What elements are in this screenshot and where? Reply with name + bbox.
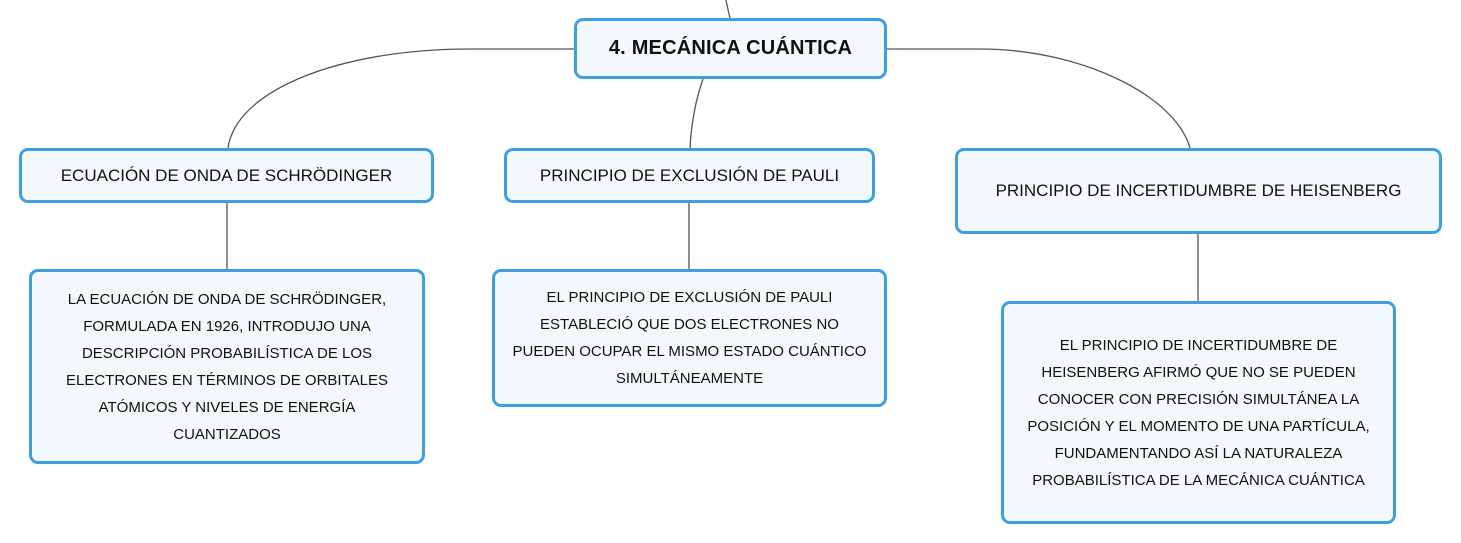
connector-root-to-branch-1 xyxy=(227,48,574,149)
detail-note-text: EL PRINCIPIO DE INCERTIDUMBRE DE HEISENB… xyxy=(1027,336,1370,489)
branch-topic-pauli[interactable]: PRINCIPIO DE EXCLUSIÓN DE PAULI xyxy=(504,148,875,203)
connector-root-to-branch-3 xyxy=(887,48,1191,149)
branch-topic-label: PRINCIPIO DE INCERTIDUMBRE DE HEISENBERG xyxy=(995,181,1402,200)
detail-note-pauli[interactable]: EL PRINCIPIO DE EXCLUSIÓN DE PAULI ESTAB… xyxy=(492,269,887,407)
detail-note-heisenberg[interactable]: EL PRINCIPIO DE INCERTIDUMBRE DE HEISENB… xyxy=(1001,301,1396,524)
detail-note-schrodinger[interactable]: LA ECUACIÓN DE ONDA DE SCHRÖDINGER, FORM… xyxy=(29,269,425,464)
root-topic-label: 4. MECÁNICA CUÁNTICA xyxy=(608,37,853,59)
connector-parent-to-root xyxy=(725,0,731,19)
branch-topic-schrodinger[interactable]: ECUACIÓN DE ONDA DE SCHRÖDINGER xyxy=(19,148,434,203)
detail-note-text: EL PRINCIPIO DE EXCLUSIÓN DE PAULI ESTAB… xyxy=(512,289,867,387)
detail-note-text: LA ECUACIÓN DE ONDA DE SCHRÖDINGER, FORM… xyxy=(65,290,388,443)
branch-topic-label: ECUACIÓN DE ONDA DE SCHRÖDINGER xyxy=(60,165,393,185)
branch-topic-heisenberg[interactable]: PRINCIPIO DE INCERTIDUMBRE DE HEISENBERG xyxy=(955,148,1442,234)
connector-root-to-branch-2 xyxy=(689,78,704,149)
root-topic[interactable]: 4. MECÁNICA CUÁNTICA xyxy=(574,18,887,79)
branch-topic-label: PRINCIPIO DE EXCLUSIÓN DE PAULI xyxy=(539,165,840,185)
